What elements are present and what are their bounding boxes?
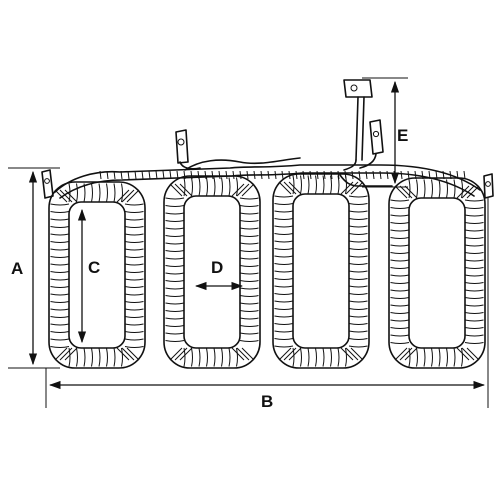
label-d: D	[211, 258, 223, 277]
dimension-c: C	[77, 208, 100, 344]
label-b: B	[261, 392, 273, 411]
label-e: E	[397, 126, 408, 145]
coil-group	[48, 173, 486, 369]
coil-3	[272, 173, 370, 369]
coil-4	[388, 177, 486, 369]
dimension-d: D	[194, 258, 244, 291]
terminal-top-e	[343, 79, 373, 171]
terminal-center-left	[175, 129, 201, 170]
terminal-right-small	[359, 119, 384, 169]
dimension-e: E	[362, 77, 408, 188]
dimension-b: B	[45, 198, 489, 411]
label-a: A	[11, 259, 23, 278]
terminal-left	[41, 169, 54, 199]
dimension-a: A	[8, 167, 60, 369]
label-c: C	[88, 258, 100, 277]
terminal-right	[483, 173, 494, 199]
coil-1	[48, 181, 146, 369]
coil-2	[163, 175, 261, 369]
